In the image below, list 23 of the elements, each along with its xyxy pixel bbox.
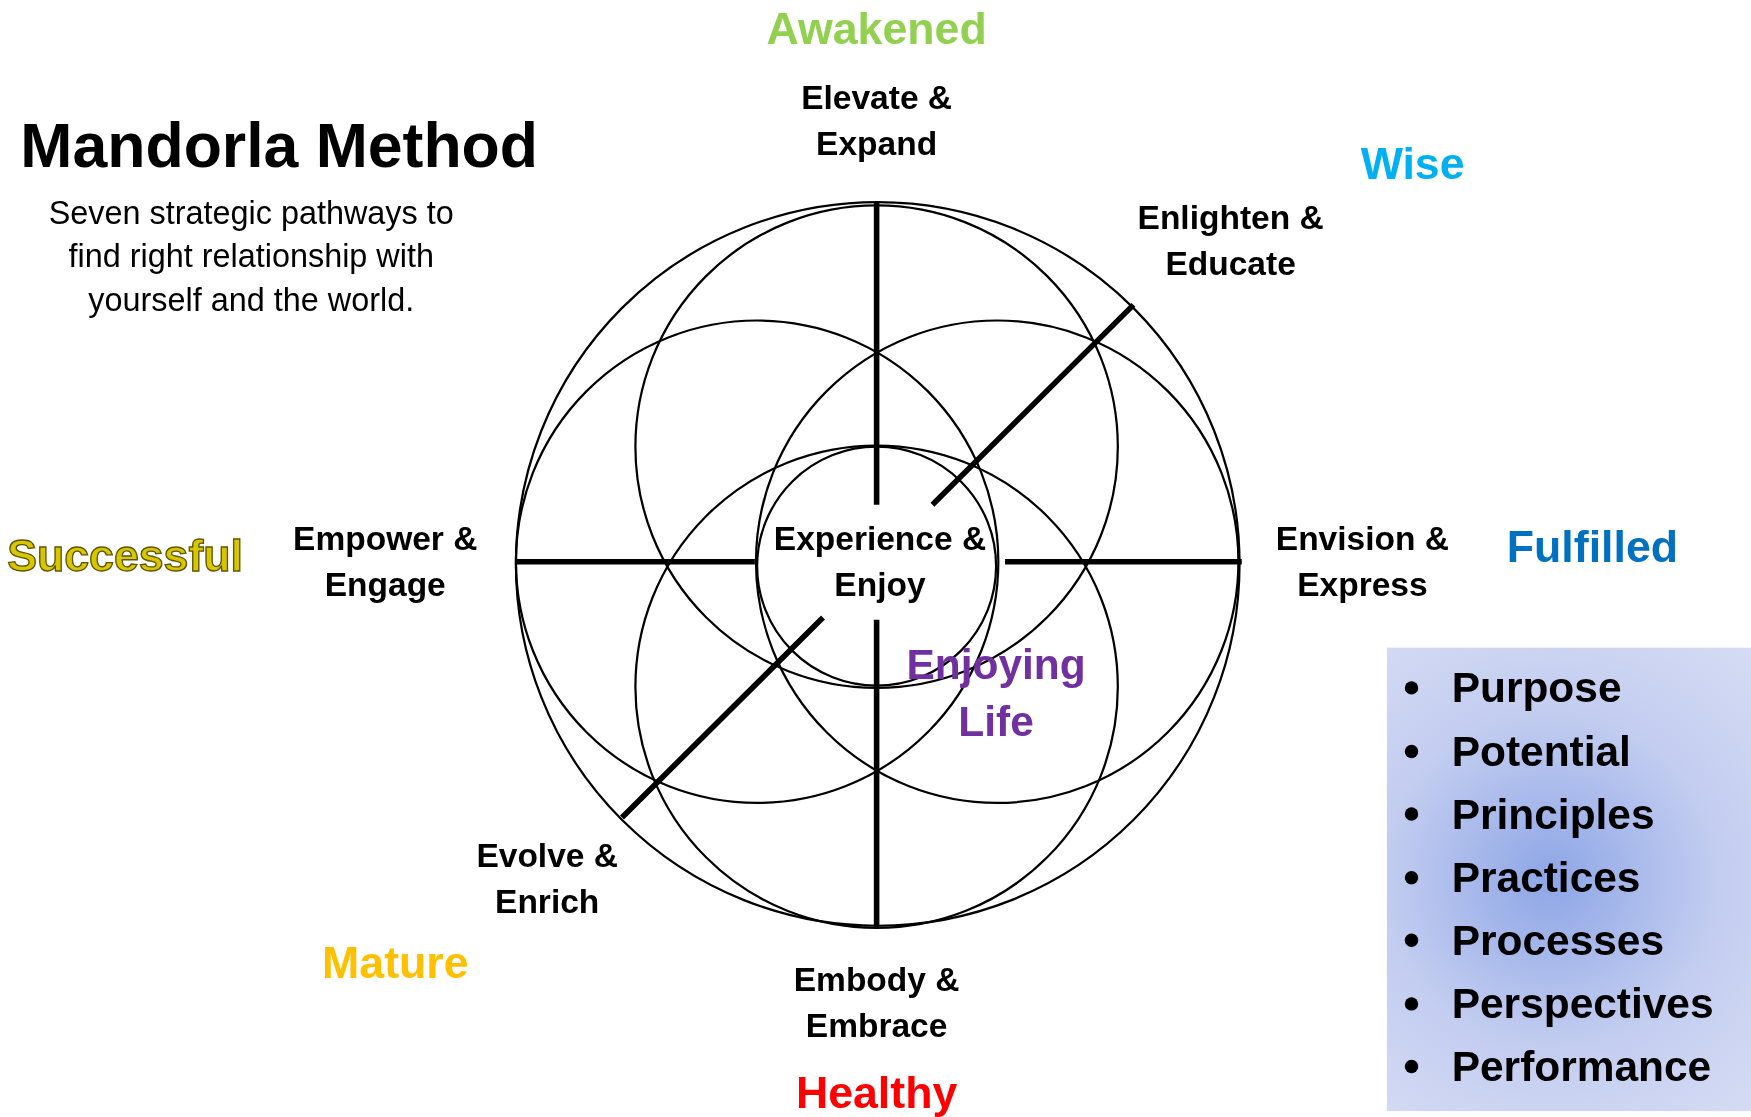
list-item: Processes [1451, 915, 1666, 966]
pathway-label: Envision & Express [1274, 518, 1450, 605]
category-label: Mature [321, 937, 470, 990]
category-label: Awakened [765, 2, 988, 55]
pathway-label: Empower & Engage [292, 518, 479, 605]
list-item: Purpose [1451, 663, 1623, 714]
list-item: Performance [1451, 1042, 1713, 1092]
pathway-label: Embody & Embrace [792, 959, 961, 1045]
pathway-label: Experience & Enjoy [772, 518, 988, 605]
title: Mandorla Method [19, 108, 539, 182]
list-item: Practices [1451, 852, 1642, 903]
list-item: Perspectives [1451, 978, 1715, 1029]
category-label: Fulfilled [1505, 520, 1679, 573]
list-panel [1386, 647, 1751, 1112]
pathway-label: Evolve & Enrich [475, 835, 619, 922]
category-label: Wise [1359, 137, 1466, 190]
category-label: Successful [6, 529, 244, 582]
list-item: Potential [1451, 726, 1632, 777]
subtitle: Seven strategic pathways to find right relationship with yourself and the world. [47, 193, 455, 320]
pathway-label: Enlighten & Educate [1136, 198, 1325, 284]
category-label: Healthy [794, 1066, 959, 1117]
list-item: Principles [1451, 789, 1656, 840]
pathway-label: Elevate & Expand [800, 77, 953, 164]
